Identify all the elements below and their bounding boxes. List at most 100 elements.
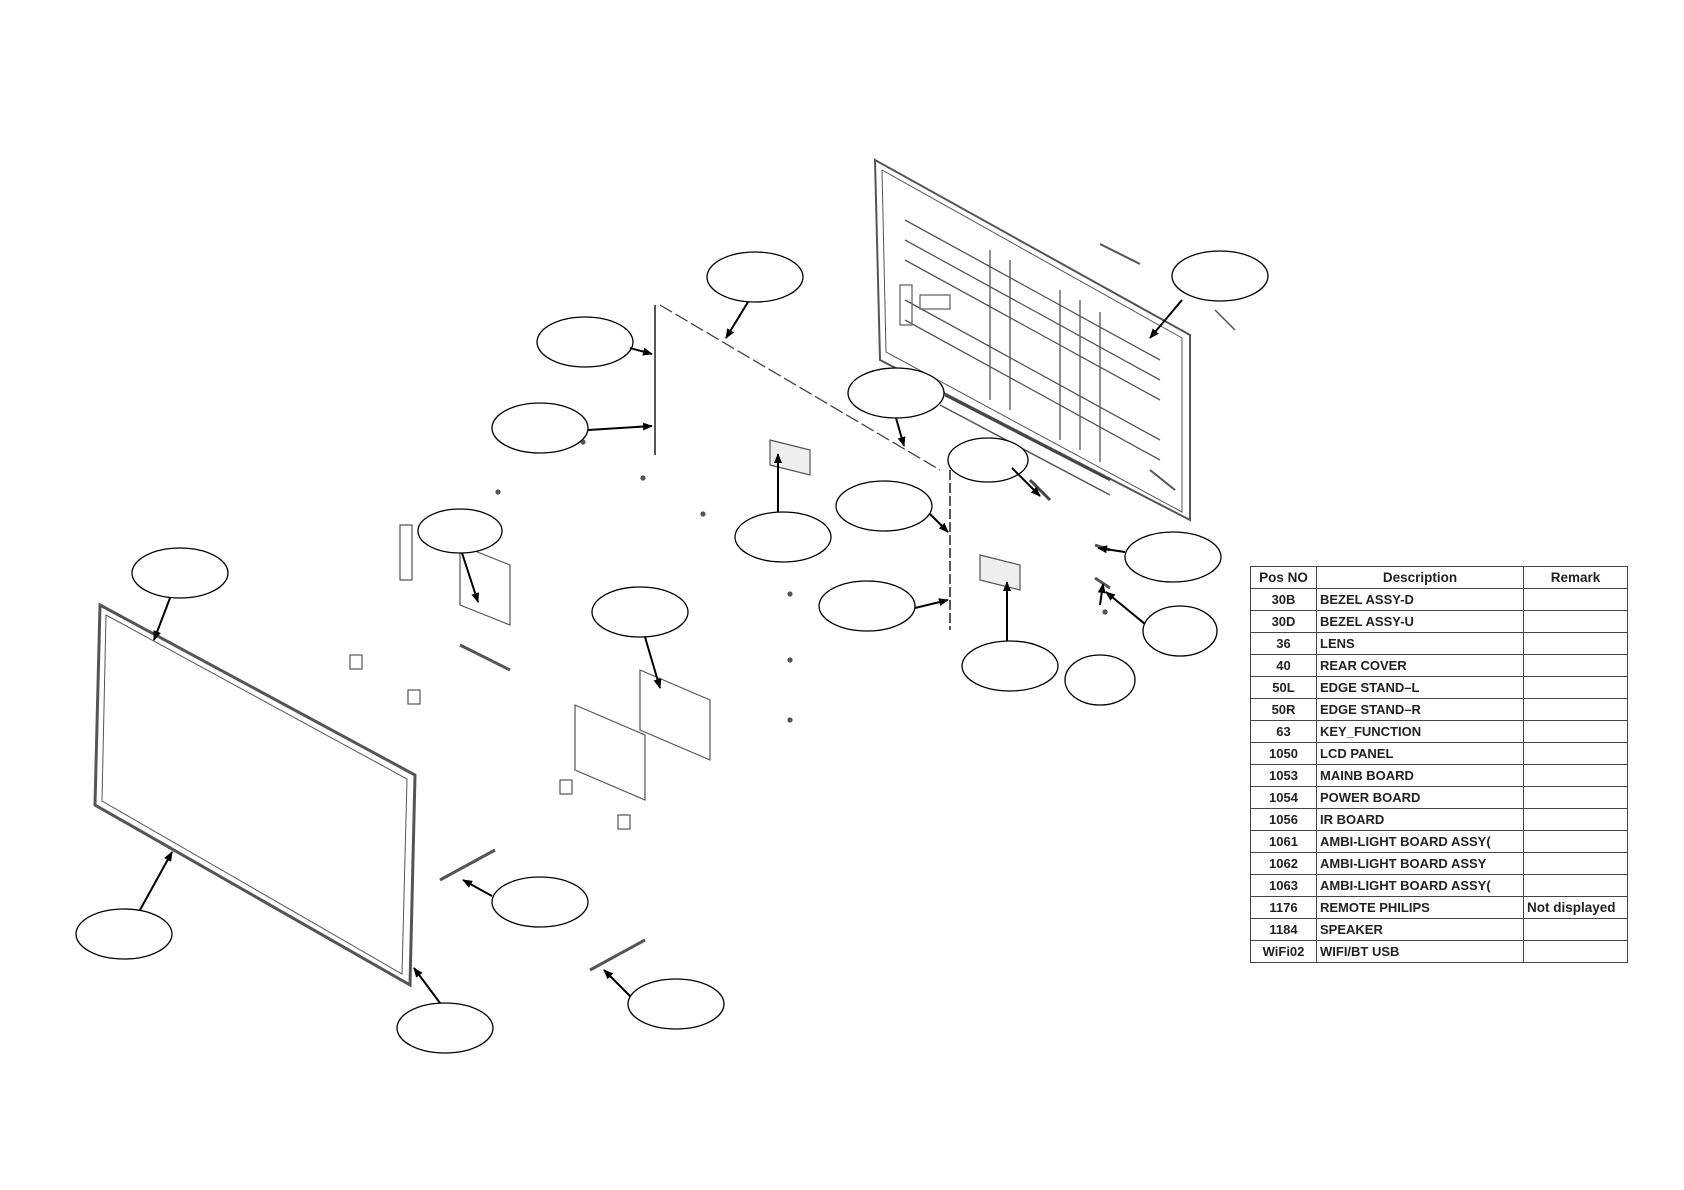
- callout-bubble: [396, 1002, 494, 1054]
- leader-arrows: [139, 299, 1183, 1004]
- callout-bubble: [818, 580, 916, 632]
- pos-cell: 1184: [1250, 918, 1317, 941]
- callout-bubble: [591, 586, 689, 638]
- remark-cell: [1523, 610, 1628, 633]
- rear-cover-part: [873, 158, 1236, 522]
- callout-bubble: [835, 480, 933, 532]
- description-cell: REAR COVER: [1316, 654, 1524, 677]
- remark-cell: [1523, 698, 1628, 721]
- remark-cell: [1523, 830, 1628, 853]
- callout-bubble: [491, 402, 589, 454]
- leader-arrow: [1011, 467, 1041, 497]
- remark-cell: [1523, 874, 1628, 897]
- pos-cell: 1176: [1250, 896, 1317, 919]
- callout-bubble: [1064, 654, 1136, 706]
- remark-cell: [1523, 676, 1628, 699]
- leader-arrow: [1105, 591, 1146, 625]
- board-parts: [349, 439, 1111, 972]
- description-cell: BEZEL ASSY-D: [1316, 588, 1524, 611]
- pos-cell: 1061: [1250, 830, 1317, 853]
- pos-cell: 30D: [1250, 610, 1317, 633]
- callout-bubble: [1124, 531, 1222, 583]
- column-header-description: Description: [1316, 566, 1524, 589]
- callout-bubbles: [75, 250, 1269, 1054]
- remark-cell: [1523, 632, 1628, 655]
- callout-bubble: [706, 251, 804, 303]
- column-header-remark: Remark: [1523, 566, 1628, 589]
- leader-arrow: [587, 422, 653, 431]
- pos-cell: 36: [1250, 632, 1317, 655]
- callout-bubble: [847, 367, 945, 419]
- pos-cell: 1054: [1250, 786, 1317, 809]
- leader-arrow: [914, 598, 949, 609]
- remark-cell: [1523, 808, 1628, 831]
- callout-bubble: [1171, 250, 1269, 302]
- callout-bubble: [536, 316, 634, 368]
- table-header-row: Pos NO Description Remark: [1250, 566, 1628, 589]
- description-cell: AMBI-LIGHT BOARD ASSY(: [1316, 874, 1524, 897]
- pos-cell: 1063: [1250, 874, 1317, 897]
- callout-bubble: [131, 547, 229, 599]
- leader-arrow: [1097, 545, 1126, 554]
- remark-cell: [1523, 852, 1628, 875]
- remark-cell: [1523, 742, 1628, 765]
- leader-arrow: [929, 513, 949, 533]
- remark-cell: [1523, 940, 1628, 963]
- pos-cell: 1053: [1250, 764, 1317, 787]
- leader-arrow: [462, 879, 493, 897]
- leader-arrow: [1097, 583, 1106, 606]
- description-cell: LENS: [1316, 632, 1524, 655]
- callout-bubble: [627, 978, 725, 1030]
- leader-arrow: [1149, 299, 1183, 339]
- pos-cell: 30B: [1250, 588, 1317, 611]
- remark-cell: [1523, 764, 1628, 787]
- leader-arrow: [603, 969, 631, 997]
- description-cell: LCD PANEL: [1316, 742, 1524, 765]
- callout-bubble: [734, 511, 832, 563]
- pos-cell: 40: [1250, 654, 1317, 677]
- description-cell: MAINB BOARD: [1316, 764, 1524, 787]
- leader-arrow: [153, 597, 171, 641]
- leader-arrow: [895, 417, 906, 447]
- remark-cell: [1523, 786, 1628, 809]
- description-cell: BEZEL ASSY-U: [1316, 610, 1524, 633]
- description-cell: WIFI/BT USB: [1316, 940, 1524, 963]
- description-cell: EDGE STAND–R: [1316, 698, 1524, 721]
- remark-cell: [1523, 918, 1628, 941]
- leader-arrow: [413, 967, 441, 1004]
- remark-cell: Not displayed: [1523, 896, 1628, 919]
- callout-bubble: [75, 908, 173, 960]
- pos-cell: 1056: [1250, 808, 1317, 831]
- remark-cell: [1523, 588, 1628, 611]
- pos-cell: 63: [1250, 720, 1317, 743]
- description-cell: AMBI-LIGHT BOARD ASSY(: [1316, 830, 1524, 853]
- remark-cell: [1523, 720, 1628, 743]
- callout-bubble: [491, 876, 589, 928]
- column-header-pos: Pos NO: [1250, 566, 1317, 589]
- description-cell: SPEAKER: [1316, 918, 1524, 941]
- callout-bubble: [961, 640, 1059, 692]
- pos-cell: 1050: [1250, 742, 1317, 765]
- description-cell: IR BOARD: [1316, 808, 1524, 831]
- pos-cell: WiFi02: [1250, 940, 1317, 963]
- callout-bubble: [947, 437, 1029, 483]
- callout-bubble: [1142, 605, 1218, 657]
- remark-cell: [1523, 654, 1628, 677]
